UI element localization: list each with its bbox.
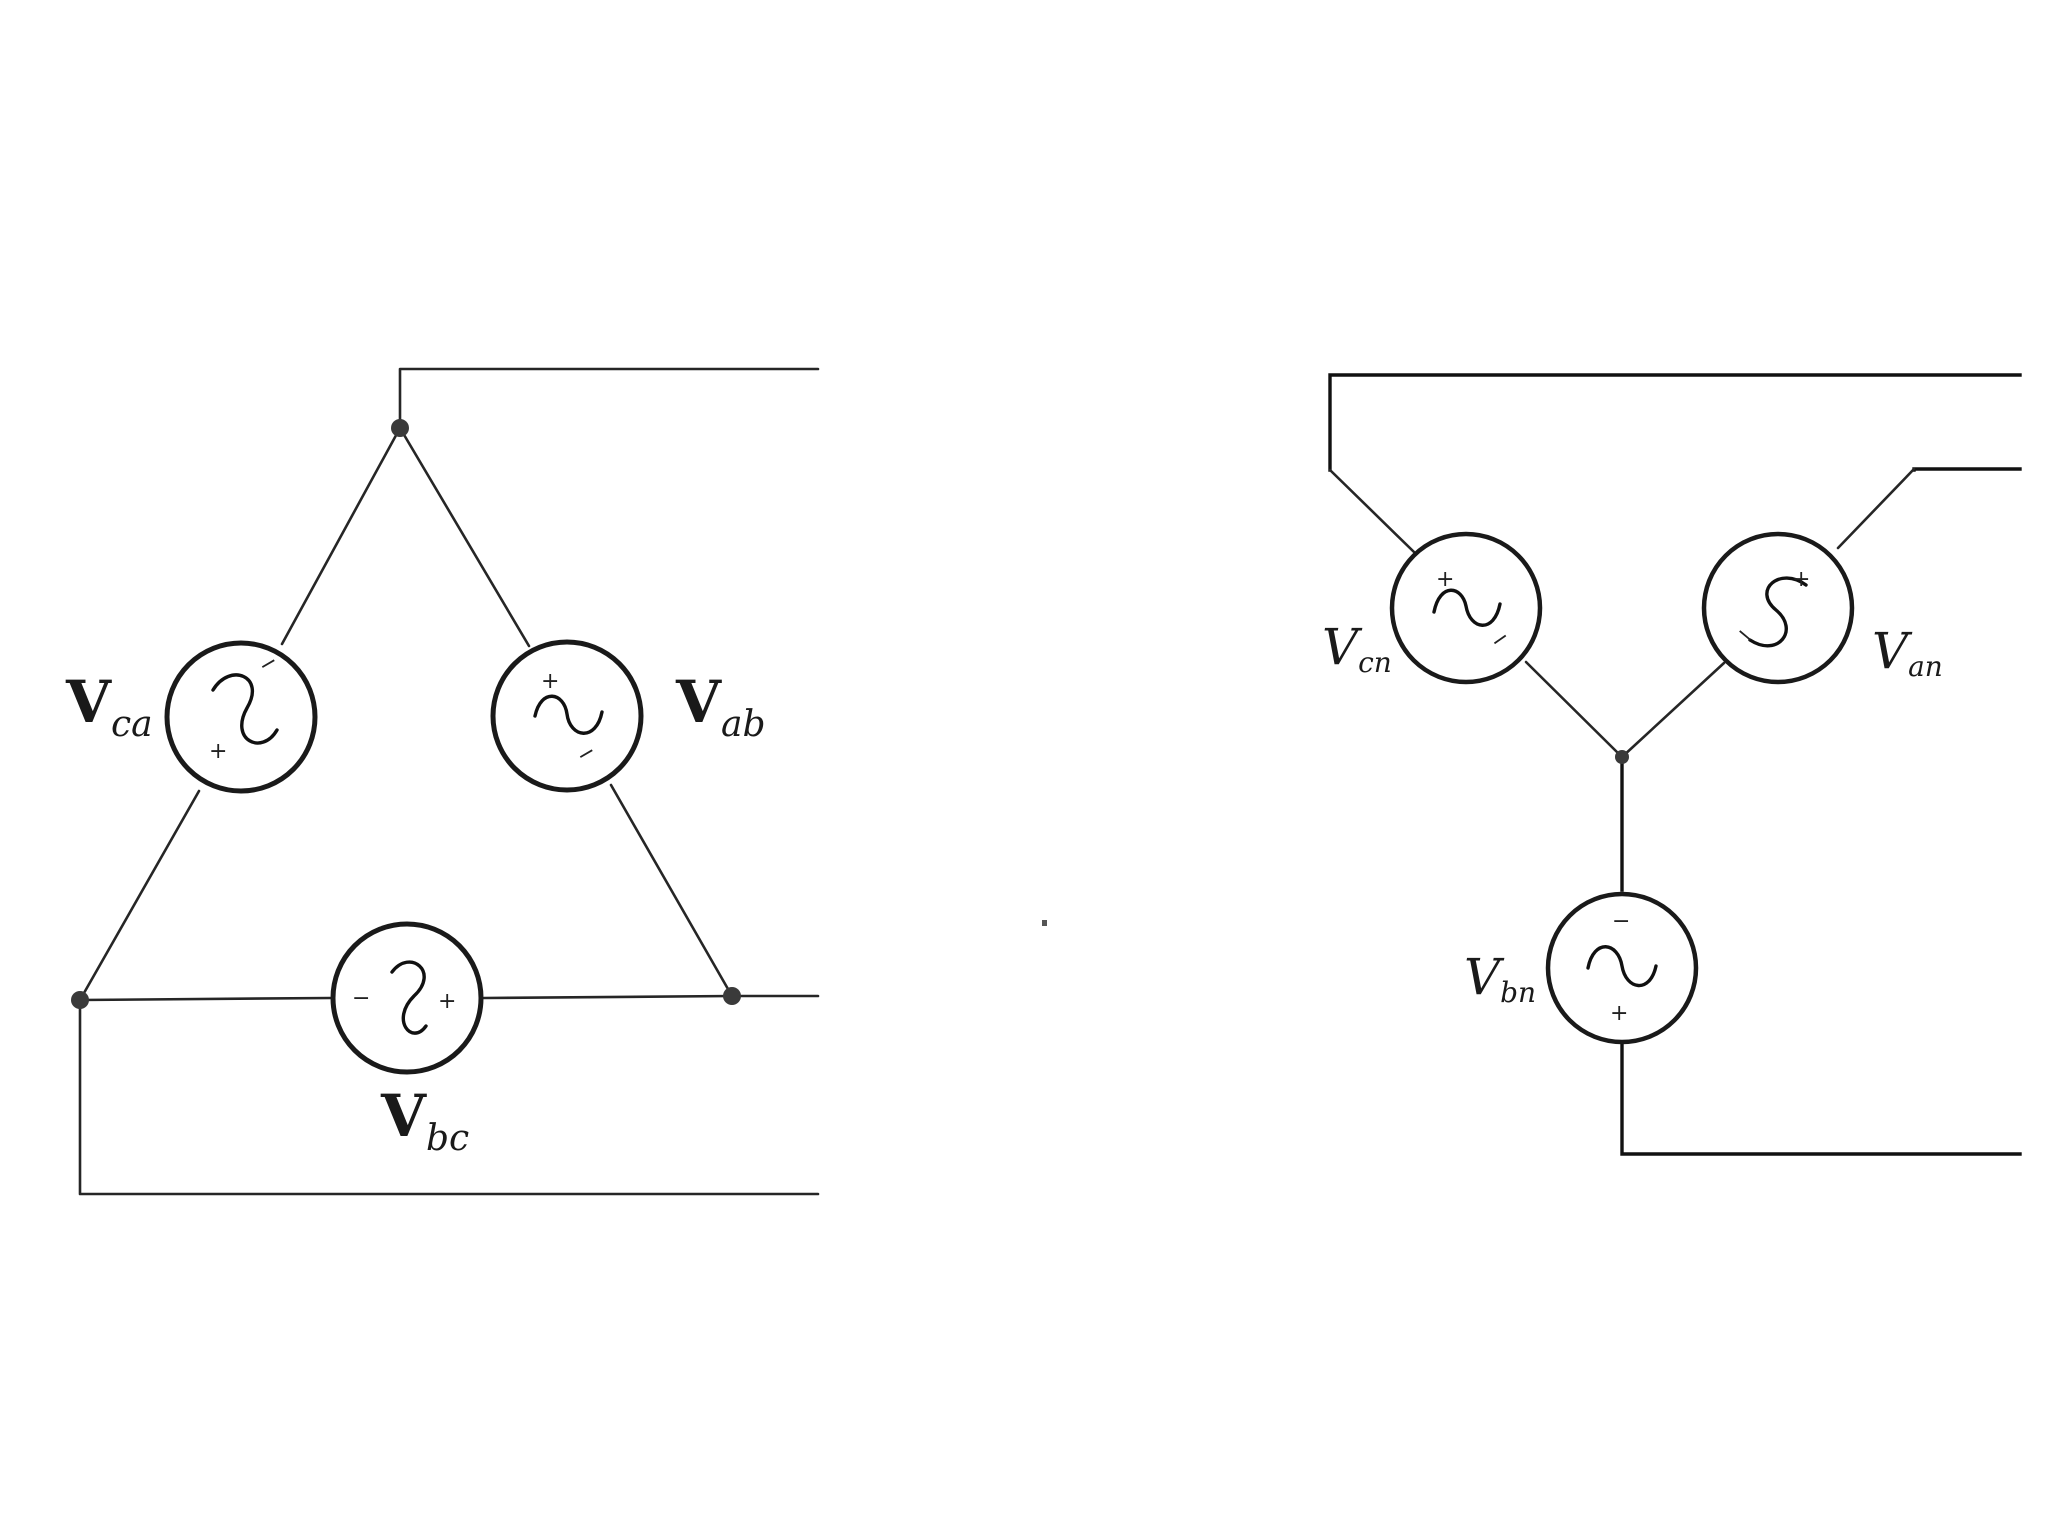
polarity-plus: +	[1792, 567, 1810, 592]
label-v-cn: Vcn	[1322, 618, 1392, 679]
delta-line-bottom	[78, 998, 820, 1196]
polarity-plus: +	[541, 669, 559, 694]
delta-node-left	[71, 991, 89, 1009]
source-v-bn: − +	[1545, 891, 1699, 1045]
delta-branch-left-upper	[280, 426, 402, 646]
delta-branch-left-lower	[78, 789, 201, 1002]
delta-branch-right-lower	[609, 783, 734, 998]
polarity-plus: +	[438, 989, 456, 1014]
label-v-ab: Vab	[675, 668, 766, 745]
label-v-bn: Vbn	[1464, 948, 1536, 1009]
scan-speck	[1042, 920, 1047, 926]
wye-branch-a-outer	[1836, 467, 1916, 550]
source-v-ab: + −	[490, 639, 644, 793]
delta-node-top	[391, 419, 409, 437]
label-v-ca: Vca	[65, 668, 153, 745]
wye-line-b	[1620, 1038, 2022, 1156]
label-v-bc: Vbc	[380, 1082, 469, 1159]
polarity-minus: −	[1612, 909, 1630, 934]
delta-branch-right-upper	[398, 426, 531, 648]
ac-wave-icon	[533, 694, 604, 735]
ac-wave-icon	[1586, 945, 1658, 988]
polarity-plus: +	[1436, 567, 1454, 592]
source-v-ca: − +	[164, 640, 318, 794]
ac-wave-icon	[390, 960, 428, 1035]
wye-line-c	[1328, 373, 2022, 472]
wye-branch-c-outer	[1328, 468, 1416, 554]
source-v-cn: + −	[1389, 531, 1543, 685]
ac-wave-icon	[1432, 588, 1502, 627]
delta-node-right	[723, 987, 741, 1005]
label-v-an: Van	[1872, 622, 1943, 683]
wye-line-a	[1912, 467, 2022, 472]
wye-neutral-node	[1615, 750, 1629, 764]
delta-branch-bottom-right	[482, 994, 734, 1000]
source-v-bc: − +	[330, 921, 484, 1075]
delta-connection: − + + − − + Vca Vab Vbc	[65, 367, 820, 1196]
wye-branch-c-inner	[1524, 660, 1624, 759]
source-v-an: + −	[1701, 531, 1855, 685]
polarity-plus: +	[209, 739, 227, 764]
wye-connection: + − + − − + Vcn Van Vbn	[1322, 373, 2022, 1156]
polarity-minus: −	[352, 986, 370, 1011]
polarity-plus: +	[1610, 1001, 1628, 1026]
ac-wave-icon	[211, 673, 279, 745]
delta-line-top	[398, 367, 820, 430]
wye-branch-a-inner	[1620, 661, 1726, 759]
ac-wave-icon	[1748, 576, 1808, 648]
delta-branch-bottom-left	[78, 996, 332, 1002]
